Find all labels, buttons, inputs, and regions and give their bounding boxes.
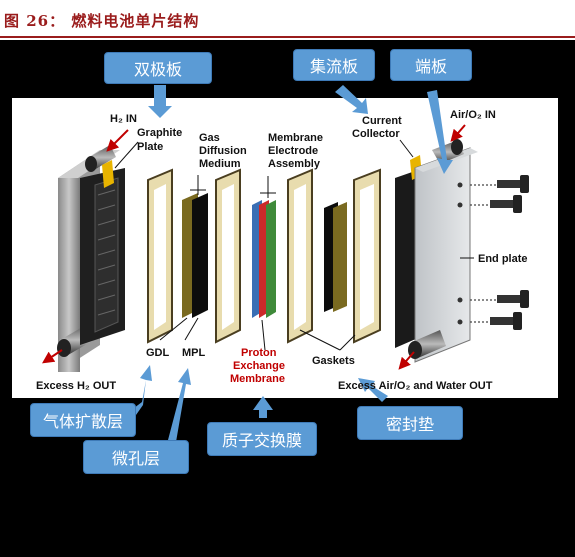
tag-current-collector: 集流板 [293,49,375,81]
pointer-lines [114,139,474,351]
figure-header [0,0,575,40]
gasket-2 [215,168,241,344]
label-membrane: Membrane [268,132,323,144]
label-excess-air-out: Excess Air/O₂ and Water OUT [338,380,493,392]
label-collector: Collector [352,128,400,140]
tag-bipolar-plate: 双极板 [104,52,212,84]
label-exchange: Exchange [233,360,285,372]
label-assembly: Assembly [268,158,321,170]
flow-arrows [42,124,466,370]
air-inlet-pipe [432,139,464,164]
label-current: Current [362,115,402,127]
label-gas: Gas [199,132,220,144]
microporous-layer [192,193,208,318]
tag-gas-diffusion-layer: 气体扩散层 [30,403,136,437]
label-medium: Medium [199,158,241,170]
gasket-4 [353,168,381,344]
label-gdl: GDL [146,347,170,359]
label-excess-h2-out: Excess H₂ OUT [36,380,116,392]
label-h2-in: H₂ IN [110,113,137,125]
bolts [470,175,529,330]
label-mpl: MPL [182,347,206,359]
label-gaskets: Gaskets [312,355,355,367]
label-graphite: Graphite [137,127,182,139]
membrane-electrode-assembly [252,200,276,318]
right-gas-diffusion-layer [324,202,347,312]
label-diffusion: Diffusion [199,145,247,157]
label-end-plate: End plate [478,253,528,265]
figure-title: 图 26： 燃料电池单片结构 [4,12,200,30]
gasket-1 [147,168,173,344]
tag-microporous-layer: 微孔层 [83,440,189,474]
tag-gasket: 密封垫 [357,406,463,440]
label-electrode: Electrode [268,145,318,157]
tag-proton-exchange-membrane: 质子交换膜 [207,422,317,456]
label-air-in: Air/O₂ IN [450,109,496,121]
callout-arrows [130,85,453,442]
label-plate: Plate [137,141,163,153]
title-rule [0,36,575,38]
gasket-3 [287,168,313,344]
right-end-plate [414,147,478,363]
label-pem-membrane: Membrane [230,373,285,385]
tag-end-plate: 端板 [390,49,472,81]
label-proton: Proton [241,347,277,359]
graphite-plate [80,160,125,345]
